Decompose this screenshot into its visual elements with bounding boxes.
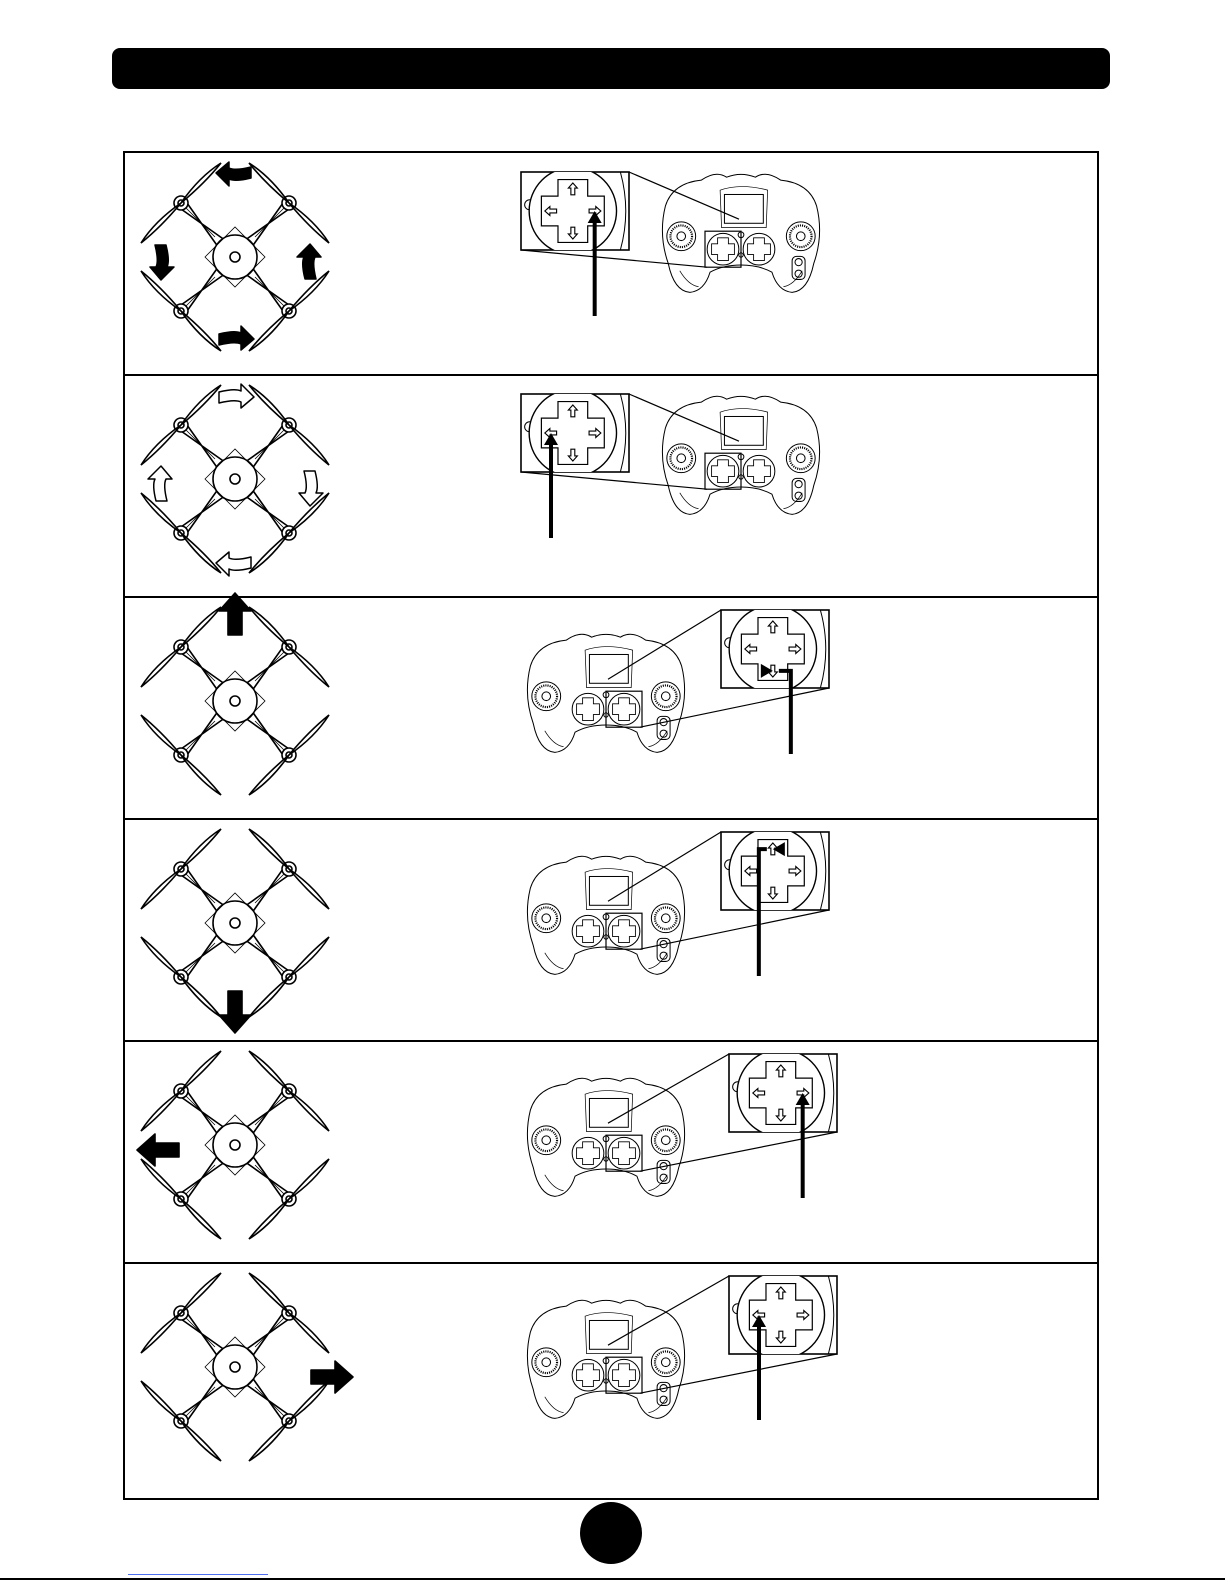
rotation-arrow-icon xyxy=(150,245,174,280)
row-backward xyxy=(123,818,1099,1040)
footer-line xyxy=(0,1578,1225,1580)
header-bar xyxy=(112,48,1110,89)
dpad-zoom-icon xyxy=(521,389,629,476)
direction-arrow-icon xyxy=(219,991,251,1033)
row-forward xyxy=(123,596,1099,818)
row-sideways-right xyxy=(123,1262,1099,1484)
dpad-zoom-icon xyxy=(729,1049,837,1136)
direction-arrow-icon xyxy=(219,593,251,635)
page-number-badge xyxy=(580,1502,642,1564)
rotation-arrow-icon xyxy=(297,244,321,279)
dpad-zoom-icon xyxy=(721,827,829,914)
rotation-arrow-icon xyxy=(219,326,254,350)
drone-icon xyxy=(141,829,329,1017)
drone-icon xyxy=(141,1273,329,1461)
footer-link-underline xyxy=(128,1574,268,1575)
dpad-zoom-icon xyxy=(521,167,629,254)
dpad-zoom-icon xyxy=(721,605,829,692)
rotation-arrow-icon xyxy=(148,466,172,501)
row-rotate-right xyxy=(123,374,1099,596)
dpad-zoom-icon xyxy=(729,1271,837,1358)
rotation-arrow-icon xyxy=(219,384,254,408)
row-sideways-left xyxy=(123,1040,1099,1262)
row-rotate-left xyxy=(123,152,1099,374)
rotation-arrow-icon xyxy=(216,162,251,186)
direction-arrow-icon xyxy=(311,1361,353,1393)
